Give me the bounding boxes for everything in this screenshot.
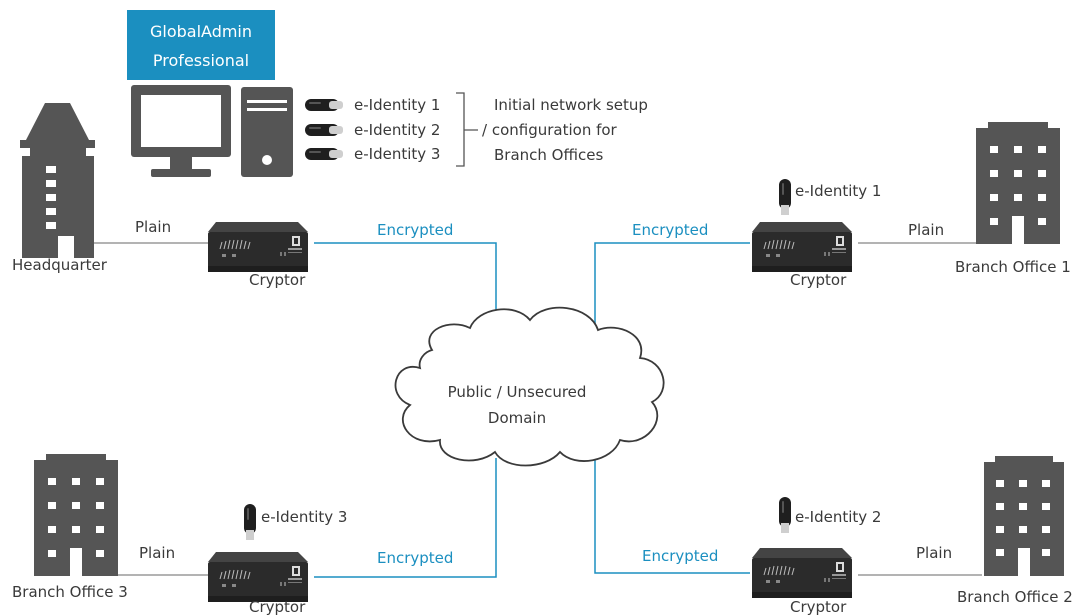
headquarter-cryptor-label: Cryptor: [249, 271, 306, 289]
cryptor-device-icon-branch1: [751, 221, 853, 273]
cloud-label-line1: Public / Unsecured: [448, 383, 587, 401]
usb-token-icon-branch3: [244, 504, 256, 540]
computer-icon: [131, 85, 293, 177]
branch3-cryptor-label: Cryptor: [249, 598, 306, 616]
branch1-encrypted-label: Encrypted: [632, 221, 708, 239]
encrypted-link-branch1: [594, 242, 750, 338]
cloud-label-line2: Domain: [488, 409, 546, 427]
encrypted-link-branch2: [594, 458, 750, 574]
branch1-plain-label: Plain: [908, 221, 944, 239]
branch2-cryptor-label: Cryptor: [790, 598, 847, 616]
tower-icon: [20, 103, 95, 258]
encrypted-links: [314, 242, 750, 578]
note-line2: / configuration for: [482, 121, 618, 139]
headquarter-plain-label: Plain: [135, 218, 171, 236]
admin-token-2: e-Identity 2: [354, 121, 440, 139]
branch2-label: Branch Office 2: [957, 588, 1073, 606]
branch3-token-label: e-Identity 3: [261, 508, 347, 526]
admin-token-3: e-Identity 3: [354, 145, 440, 163]
building-icon-branch2: [984, 456, 1064, 576]
usb-token-icon-branch1: [779, 179, 791, 215]
admin-token-1: e-Identity 1: [354, 96, 440, 114]
headquarter-encrypted-label: Encrypted: [377, 221, 453, 239]
cryptor-device-icon-headquarter: [207, 221, 309, 273]
branch2-token-label: e-Identity 2: [795, 508, 881, 526]
usb-token-icon-branch2: [779, 497, 791, 533]
badge-line1: GlobalAdmin: [150, 22, 252, 41]
branch1-cryptor-label: Cryptor: [790, 271, 847, 289]
encrypted-link-headquarter: [314, 242, 497, 338]
cryptor-device-icon-branch3: [207, 551, 309, 603]
globaladmin-badge: [127, 10, 275, 80]
badge-line2: Professional: [153, 51, 249, 70]
building-icon-branch1: [976, 122, 1060, 244]
branch2-plain-label: Plain: [916, 544, 952, 562]
usb-token-icon-admin: [305, 99, 343, 160]
building-icon-branch3: [34, 454, 118, 576]
branch3-plain-label: Plain: [139, 544, 175, 562]
headquarter-label: Headquarter: [12, 256, 108, 274]
note-line1: Initial network setup: [494, 96, 648, 114]
note-line3: Branch Offices: [494, 146, 603, 164]
branch1-label: Branch Office 1: [955, 258, 1071, 276]
branch3-encrypted-label: Encrypted: [377, 549, 453, 567]
branch2-encrypted-label: Encrypted: [642, 547, 718, 565]
branch3-label: Branch Office 3: [12, 583, 128, 601]
cryptor-device-icon-branch2: [751, 547, 853, 599]
encrypted-link-branch3: [314, 458, 497, 578]
bracket: [456, 92, 478, 167]
branch1-token-label: e-Identity 1: [795, 182, 881, 200]
cloud-icon: [394, 306, 665, 467]
